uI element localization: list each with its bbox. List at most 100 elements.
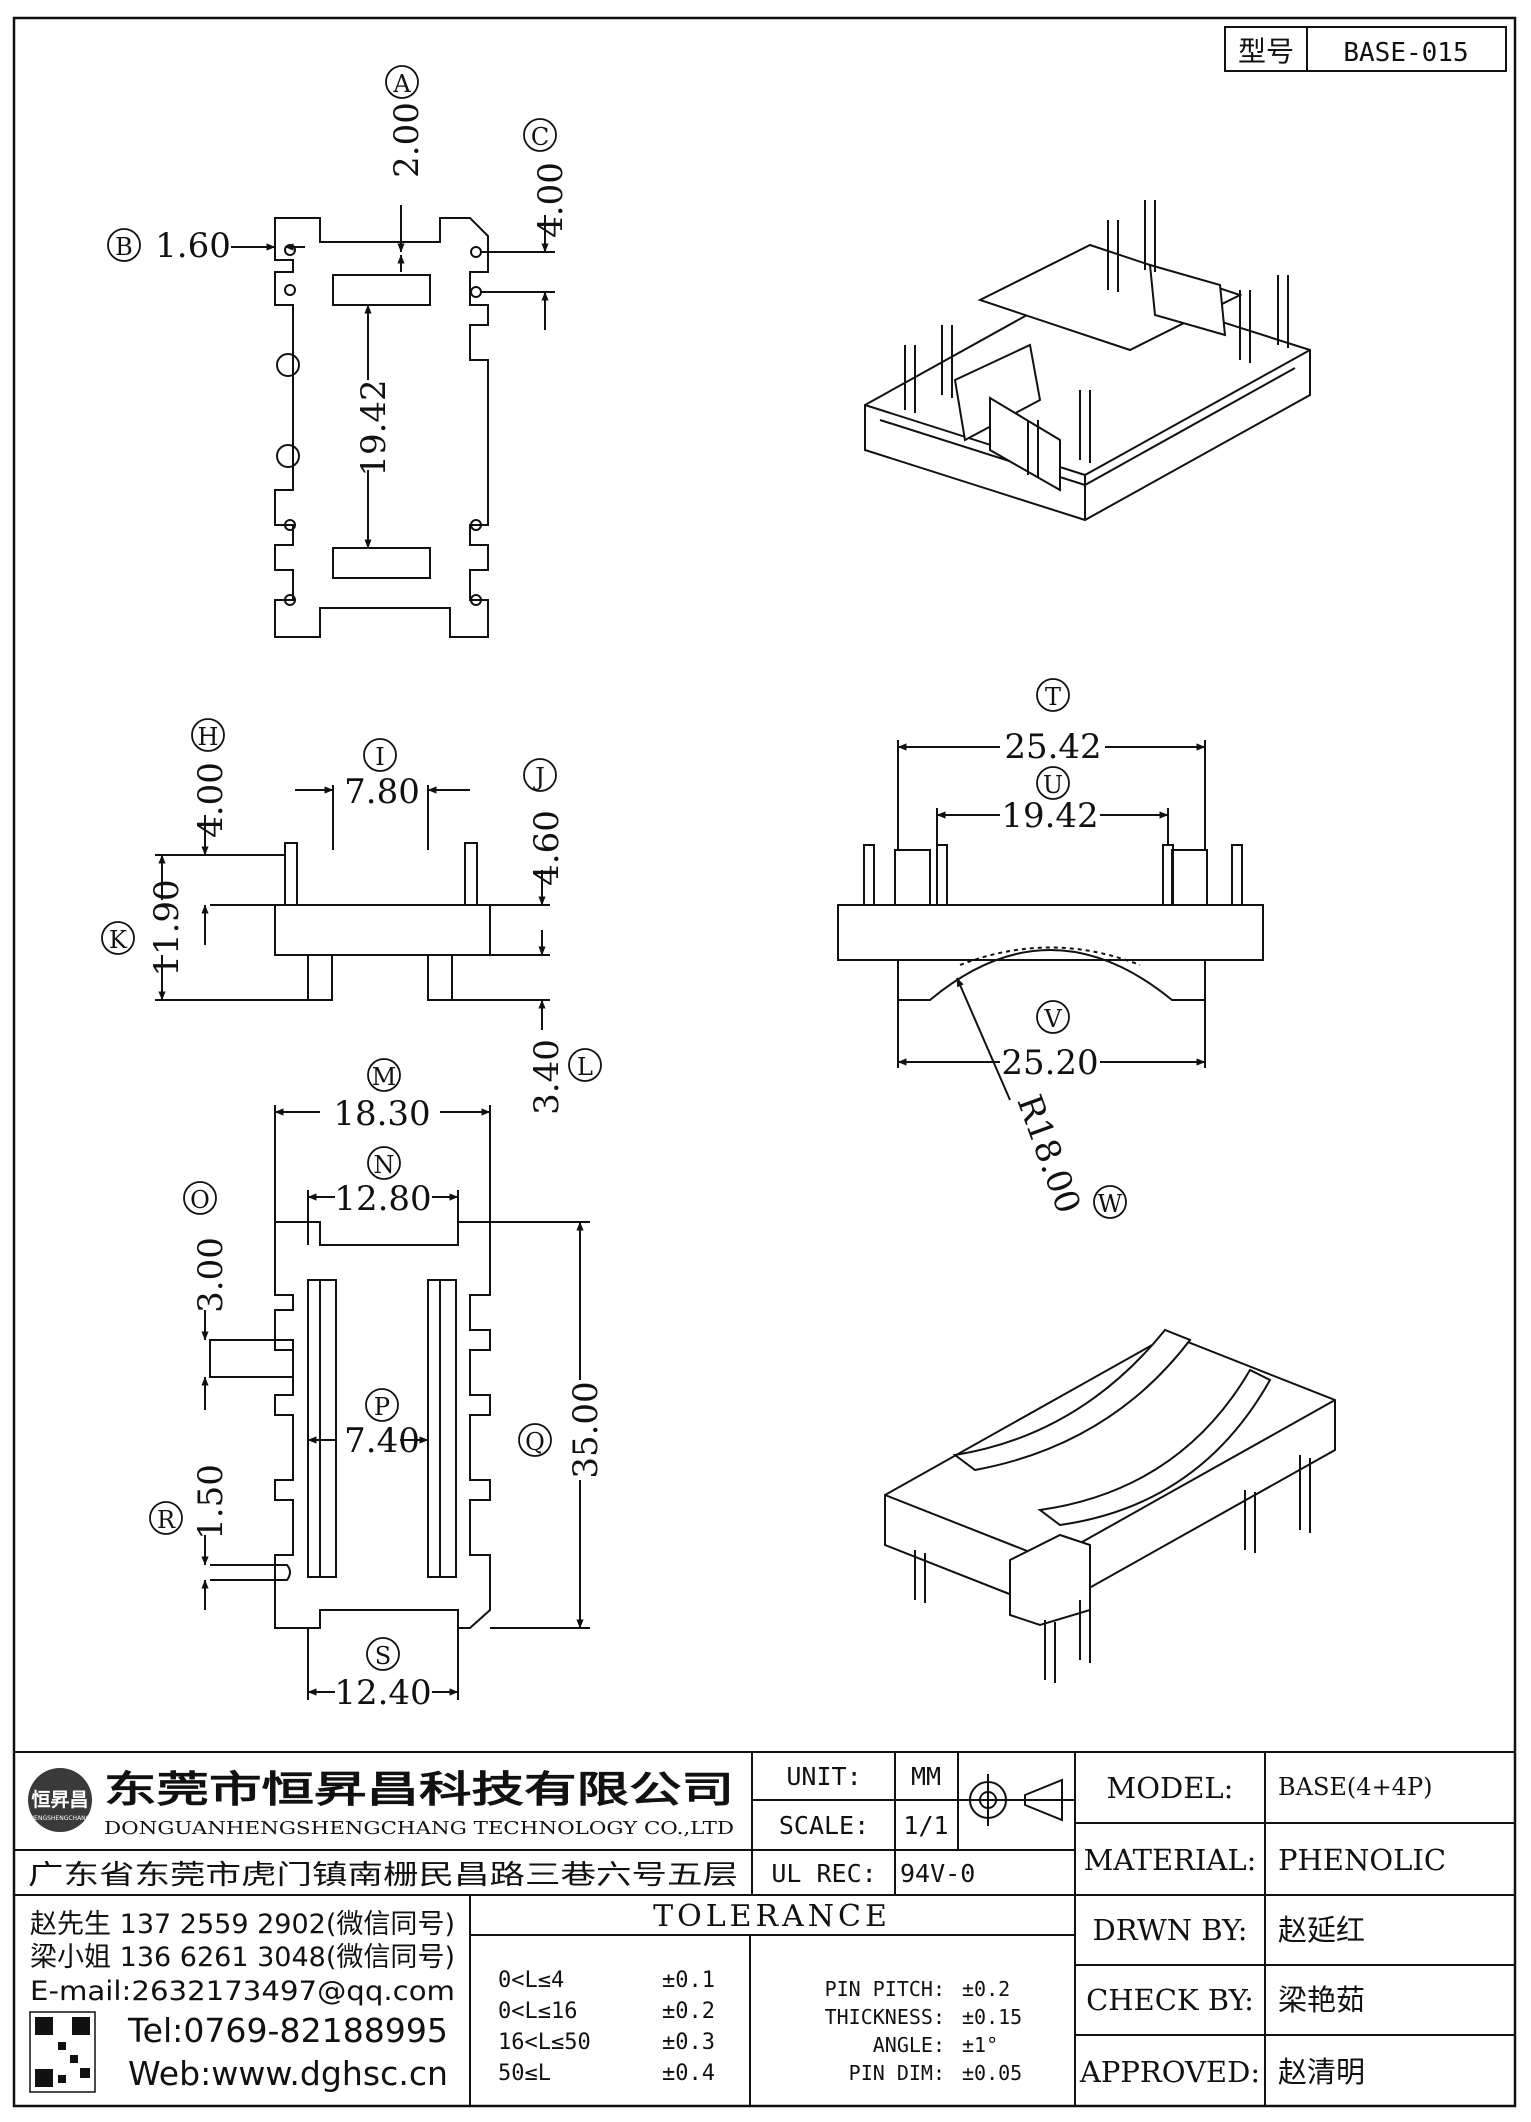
qr-code-icon	[29, 2011, 96, 2093]
callout-R: R	[157, 1506, 176, 1534]
tolerance-value: ±0.2	[662, 1999, 715, 2024]
company-logo: 恒昇昌 HENGSHENGCHANG	[28, 1768, 92, 1832]
dim-c: 4.00	[531, 162, 571, 238]
dim-r: 1.50	[191, 1464, 231, 1540]
callout-I: I	[375, 743, 384, 771]
tolerance-extra-label: PIN PITCH:	[825, 1977, 945, 2001]
callout-S: S	[375, 1642, 391, 1670]
top-view-labels: A 2.00 B 1.60 C 4.00 19.42	[107, 65, 571, 477]
check-label: CHECK BY:	[1086, 1983, 1254, 2017]
drawn-label: DRWN BY:	[1093, 1913, 1248, 1947]
side-view	[155, 785, 550, 1030]
callout-P: P	[374, 1393, 390, 1421]
dim-j: 4.60	[527, 810, 567, 886]
part-number-label: 型号	[1238, 35, 1294, 68]
tolerance-extra-value: ±0.05	[962, 2061, 1022, 2085]
dim-t: 25.42	[1004, 727, 1101, 767]
tolerance-value: ±0.4	[662, 2061, 715, 2086]
dim-q: 35.00	[566, 1381, 606, 1478]
company-name-cn: 东莞市恒昇昌科技有限公司	[104, 1768, 734, 1811]
tolerance-range: 50≤L	[498, 2061, 551, 2086]
logo-subtext: HENGSHENGCHANG	[30, 1815, 91, 1822]
ulrec-value: 94V-0	[900, 1859, 975, 1888]
callout-V: V	[1043, 1005, 1062, 1033]
callout-O: O	[190, 1186, 210, 1214]
material-value: PHENOLIC	[1278, 1843, 1446, 1877]
scale-label: SCALE:	[779, 1811, 869, 1840]
tolerance-range: 0<L≤4	[498, 1968, 564, 1993]
model-value: BASE(4+4P)	[1278, 1773, 1432, 1801]
contact-line-1: 赵先生 137 2559 2902(微信同号)	[30, 1909, 455, 1940]
tolerance-value: ±0.1	[662, 1968, 715, 1993]
tolerance-range: 0<L≤16	[498, 1999, 577, 2024]
dim-h: 4.00	[191, 762, 231, 838]
contact-line-2: 梁小姐 136 6261 3048(微信同号)	[30, 1942, 455, 1973]
bottom-view-labels: M 18.30 N 12.80 O 3.00 P 7.40 Q 35.00 R …	[149, 1058, 606, 1713]
callout-M: M	[372, 1063, 397, 1091]
dim-s: 12.40	[334, 1673, 431, 1713]
callout-J: J	[532, 763, 545, 791]
company-name-en: DONGUANHENGSHENGCHANG TECHNOLOGY CO.,LTD	[104, 1818, 734, 1839]
contact-tel: Tel:0769-82188995	[127, 2011, 448, 2050]
callout-B: B	[115, 233, 133, 261]
dim-p: 7.40	[344, 1421, 420, 1461]
ulrec-label: UL REC:	[771, 1859, 876, 1888]
unit-label: UNIT:	[786, 1762, 861, 1791]
dim-i: 7.80	[344, 772, 420, 812]
approved-label: APPROVED:	[1079, 2055, 1260, 2089]
unit-value: MM	[911, 1762, 941, 1791]
tolerance-value: ±0.3	[662, 2030, 715, 2055]
dim-l: 3.40	[527, 1039, 567, 1115]
contact-web: Web:www.dghsc.cn	[128, 2054, 448, 2093]
callout-C: C	[531, 123, 549, 151]
front-view	[837, 740, 1264, 1101]
sheet-border	[12, 16, 1517, 2108]
dim-o: 3.00	[191, 1237, 231, 1313]
tolerance-ranges: 0<L≤4 ±0.1 0<L≤16 ±0.2 16<L≤50 ±0.3 50≤L…	[498, 1968, 715, 2086]
callout-L: L	[577, 1053, 593, 1081]
callout-A: A	[392, 70, 411, 98]
tolerance-extra-value: ±0.15	[962, 2005, 1022, 2029]
dim-top-length: 19.42	[354, 379, 394, 476]
part-number-box: 型号 BASE-015	[1224, 26, 1507, 72]
dim-n: 12.80	[334, 1179, 431, 1219]
tolerance-extra-value: ±0.2	[962, 1977, 1010, 2001]
callout-K: K	[109, 926, 128, 954]
side-view-labels: H 4.00 I 7.80 J 4.60 K 11.90 L 3.40	[101, 718, 602, 1115]
approved-value: 赵清明	[1278, 2055, 1365, 2089]
callout-H: H	[198, 723, 219, 751]
iso-view-bottom	[884, 1328, 1336, 1683]
tolerance-extra-value: ±1°	[962, 2033, 998, 2057]
dim-v: 25.20	[1001, 1043, 1098, 1083]
dim-m: 18.30	[333, 1094, 430, 1134]
dim-b: 1.60	[155, 226, 231, 266]
check-value: 梁艳茹	[1278, 1983, 1365, 2017]
dim-u: 19.42	[1001, 796, 1098, 836]
callout-T: T	[1045, 683, 1061, 711]
title-block	[14, 1751, 1515, 2106]
tolerance-extra-label: PIN DIM:	[849, 2061, 945, 2085]
scale-value: 1/1	[903, 1811, 948, 1840]
callout-U: U	[1043, 771, 1063, 799]
callout-W: W	[1098, 1190, 1123, 1218]
top-view	[231, 205, 555, 638]
tolerance-range: 16<L≤50	[498, 2030, 591, 2055]
logo-text: 恒昇昌	[31, 1789, 88, 1811]
projection-symbol-icon	[962, 1774, 1063, 1826]
dim-a: 2.00	[387, 102, 427, 178]
company-address: 广东省东莞市虎门镇南栅民昌路三巷六号五层	[28, 1860, 738, 1891]
dim-k: 11.90	[147, 879, 187, 976]
callout-Q: Q	[525, 1428, 545, 1456]
tolerance-extra-label: ANGLE:	[873, 2033, 945, 2057]
iso-view-top	[864, 200, 1311, 522]
dim-w: R18.00	[1009, 1090, 1089, 1219]
tolerance-extra-label: THICKNESS:	[825, 2005, 945, 2029]
bottom-view	[201, 1105, 590, 1700]
material-label: MATERIAL:	[1084, 1843, 1257, 1877]
part-number-value: BASE-015	[1343, 38, 1468, 68]
front-view-labels: T 25.42 U 19.42 V 25.20 R18.00 W	[1001, 678, 1127, 1219]
tolerance-extras: PIN PITCH: ±0.2 THICKNESS: ±0.15 ANGLE: …	[825, 1977, 1023, 2085]
callout-N: N	[374, 1151, 395, 1179]
tolerance-title: TOLERANCE	[653, 1899, 891, 1934]
